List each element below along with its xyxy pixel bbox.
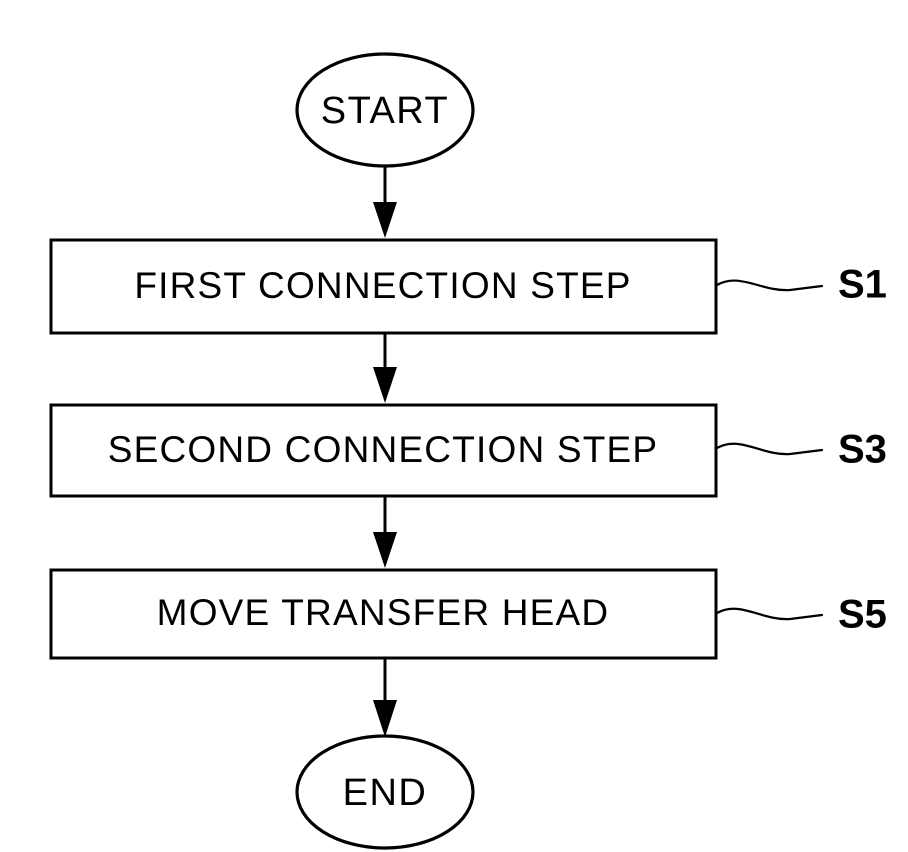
node-move-transfer-head[interactable]: MOVE TRANSFER HEAD bbox=[49, 568, 718, 660]
step-label-s1: S1 bbox=[838, 263, 887, 307]
move-transfer-head-box bbox=[49, 568, 718, 660]
edge-start-to-first-connection-step bbox=[373, 166, 397, 238]
edge-start-s1-arrowhead bbox=[373, 202, 397, 238]
s1-leader-line bbox=[715, 279, 824, 292]
s3-leader-line bbox=[715, 442, 824, 456]
callout-s3: S3 bbox=[715, 428, 887, 472]
edge-s5-end-arrowhead bbox=[373, 700, 397, 737]
node-first-connection-step[interactable]: FIRST CONNECTION STEP bbox=[49, 238, 718, 335]
move-transfer-head-label: MOVE TRANSFER HEAD bbox=[157, 592, 610, 633]
node-second-connection-step[interactable]: SECOND CONNECTION STEP bbox=[49, 403, 718, 498]
callout-s5: S5 bbox=[715, 593, 887, 637]
node-end[interactable]: END bbox=[295, 734, 475, 850]
end-ellipse-shape bbox=[295, 734, 475, 850]
s5-leader-line bbox=[715, 607, 824, 621]
second-connection-step-label: SECOND CONNECTION STEP bbox=[108, 429, 659, 470]
edge-first-to-second-connection-step bbox=[373, 333, 397, 403]
callout-s1: S1 bbox=[715, 263, 887, 307]
edge-second-connection-to-move-transfer-head bbox=[373, 496, 397, 568]
step-label-s3: S3 bbox=[838, 428, 887, 472]
edge-move-transfer-head-to-end bbox=[373, 658, 397, 737]
first-connection-step-box bbox=[49, 238, 718, 335]
end-label: END bbox=[343, 772, 428, 814]
first-connection-step-label: FIRST CONNECTION STEP bbox=[134, 265, 631, 306]
node-start[interactable]: START bbox=[295, 52, 475, 168]
step-label-s5: S5 bbox=[838, 593, 887, 637]
edge-s3-s5-arrowhead bbox=[373, 532, 397, 568]
edge-s1-s3-arrowhead bbox=[373, 367, 397, 403]
start-label: START bbox=[321, 90, 450, 132]
